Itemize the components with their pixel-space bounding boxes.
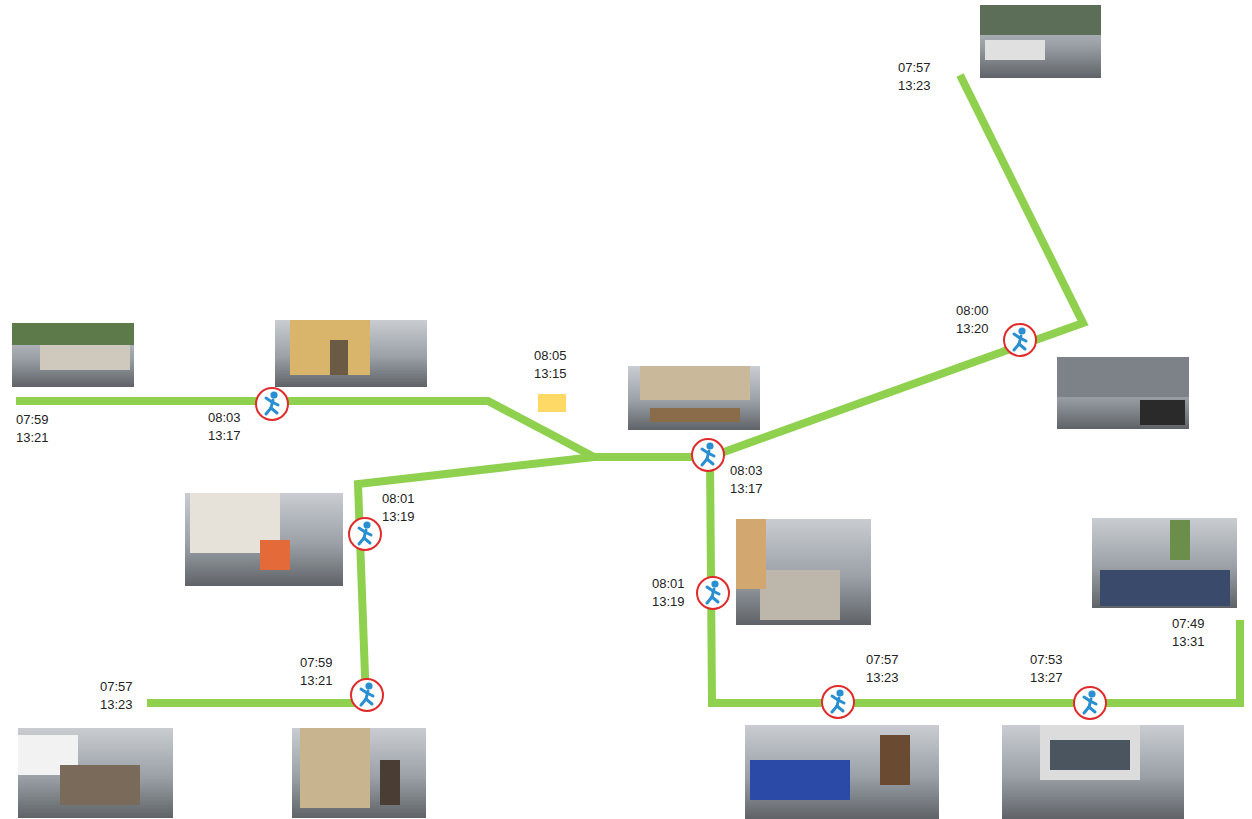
photo (1057, 357, 1189, 429)
photo (736, 519, 871, 625)
time-label: 07:57 13:23 (898, 59, 938, 95)
time-label: 08:05 13:15 (534, 347, 574, 383)
time-label: 08:00 13:20 (956, 302, 996, 338)
photo (275, 320, 427, 387)
time-label: 08:01 13:19 (652, 575, 692, 611)
walker-icon (349, 518, 381, 550)
photo (745, 725, 939, 819)
stops (256, 324, 1106, 719)
green-route (16, 75, 1240, 703)
time-label: 08:03 13:17 (730, 462, 770, 498)
route-line (147, 457, 594, 703)
time-label: 07:49 13:31 (1172, 615, 1212, 651)
route-line (594, 75, 1083, 457)
walker-icon (697, 577, 729, 609)
route-line (16, 401, 594, 457)
walker-icon (1004, 324, 1036, 356)
walker-icon (1074, 687, 1106, 719)
photo (980, 5, 1101, 78)
time-label: 08:01 13:19 (382, 490, 422, 526)
time-label: 07:53 13:27 (1030, 651, 1070, 687)
photo (12, 323, 134, 387)
time-label: 07:59 13:21 (300, 654, 340, 690)
walker-icon (351, 679, 383, 711)
walker-icon (822, 686, 854, 718)
walker-icon (692, 439, 724, 471)
photo (1092, 518, 1237, 608)
stop-marker (538, 394, 566, 412)
photo (18, 728, 173, 818)
photo (292, 728, 426, 818)
photo (185, 493, 343, 586)
time-label: 07:57 13:23 (866, 651, 906, 687)
walker-icon (256, 388, 288, 420)
time-label: 07:57 13:23 (100, 678, 140, 714)
route-line (710, 457, 1240, 703)
time-label: 07:59 13:21 (16, 411, 56, 447)
photo (628, 366, 760, 430)
photo (1002, 725, 1184, 819)
time-label: 08:03 13:17 (208, 409, 248, 445)
photos (12, 5, 1237, 819)
